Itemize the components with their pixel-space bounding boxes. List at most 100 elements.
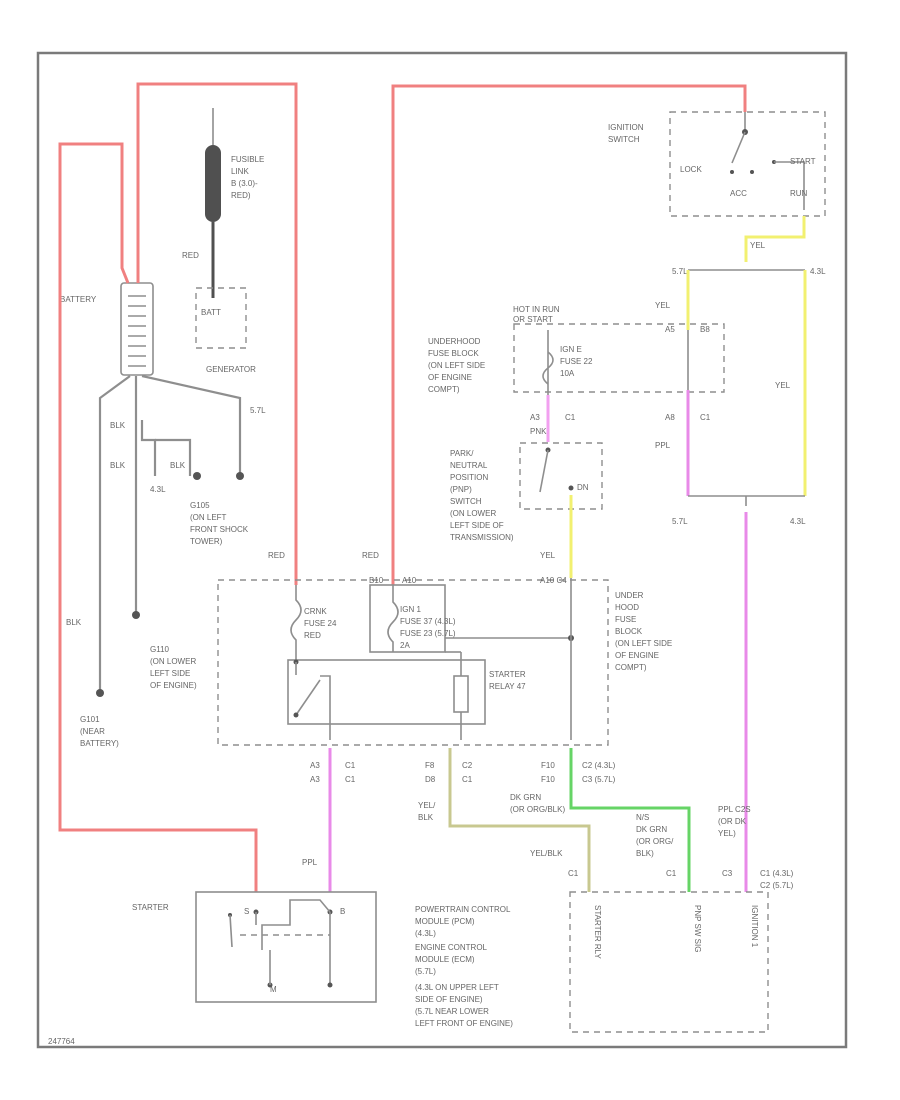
- starter-box: [195, 891, 377, 1003]
- ign1-fuse-37: [387, 585, 399, 652]
- pnp-switch-label: PARK/ NEUTRAL POSITION (PNP) SWITCH (ON …: [450, 449, 514, 542]
- svg-text:PPL C2S: PPL C2S: [718, 805, 751, 814]
- svg-text:DK GRN: DK GRN: [636, 825, 667, 834]
- svg-text:A8: A8: [665, 413, 675, 422]
- ignition-yel-wire: [744, 216, 806, 262]
- svg-text:UNDERHOOD: UNDERHOOD: [428, 337, 481, 346]
- ign1-fuse-box: [369, 584, 446, 653]
- yel-label-3: YEL: [775, 381, 791, 390]
- svg-text:MODULE (ECM): MODULE (ECM): [415, 955, 475, 964]
- m-terminal-label: M: [270, 985, 277, 994]
- svg-text:POSITION: POSITION: [450, 473, 488, 482]
- svg-text:OF ENGINE: OF ENGINE: [615, 651, 659, 660]
- pnk-label: PNK: [530, 427, 547, 436]
- yel-blk-label-2: YEL/BLK: [530, 849, 563, 858]
- svg-text:A3: A3: [310, 761, 320, 770]
- svg-text:(ON LOWER: (ON LOWER: [150, 657, 196, 666]
- generator-label: GENERATOR: [206, 365, 256, 374]
- battery-to-starter-red-wire: [58, 142, 258, 892]
- svg-text:(4.3L ON UPPER LEFT: (4.3L ON UPPER LEFT: [415, 983, 499, 992]
- svg-text:FUSE 24: FUSE 24: [304, 619, 337, 628]
- starter-solenoid-contact: [229, 914, 233, 948]
- starter-relay-coil: [453, 675, 469, 713]
- svg-text:OF ENGINE): OF ENGINE): [150, 681, 197, 690]
- connector-c3-label: C3: [722, 869, 733, 878]
- underhood-fuse-block-lower: [217, 579, 609, 746]
- engine-57l-label-2: 5.7L: [672, 267, 688, 276]
- svg-text:(ON LEFT SIDE: (ON LEFT SIDE: [615, 639, 672, 648]
- svg-text:NEUTRAL: NEUTRAL: [450, 461, 488, 470]
- a3-c1-label: A3 C1: [530, 413, 576, 422]
- pcm-pin-ignition: IGNITION 1: [750, 905, 759, 948]
- g110-label: G110 (ON LOWER LEFT SIDE OF ENGINE): [150, 645, 197, 690]
- svg-text:FUSE 23 (5.7L): FUSE 23 (5.7L): [400, 629, 456, 638]
- blk-label-3: BLK: [170, 461, 186, 470]
- blk-label-2: BLK: [110, 461, 126, 470]
- svg-text:F8: F8: [425, 761, 435, 770]
- pcm-pin-pnp-signal: PNP SW SIG: [693, 905, 702, 952]
- svg-text:A3: A3: [310, 775, 320, 784]
- ignition-switch-box: [669, 111, 826, 217]
- starter-relay-contact: [295, 679, 321, 716]
- run-label: RUN: [790, 189, 808, 198]
- battery-to-fuse-red-wire: [136, 82, 298, 585]
- yel-label-4: YEL: [540, 551, 556, 560]
- ground-wire-g101: [98, 375, 131, 690]
- svg-text:(5.7L NEAR LOWER: (5.7L NEAR LOWER: [415, 1007, 489, 1016]
- svg-text:MODULE (PCM): MODULE (PCM): [415, 917, 475, 926]
- diagram-frame: [36, 51, 848, 1049]
- ground-g101: [96, 689, 104, 697]
- svg-text:(OR ORG/: (OR ORG/: [636, 837, 674, 846]
- a8-c1-label: A8 C1: [665, 413, 711, 422]
- starter-relay-label: STARTER RELAY 47: [489, 670, 526, 691]
- a5-connector-label: A5: [665, 325, 675, 334]
- svg-text:TOWER): TOWER): [190, 537, 223, 546]
- ground-wire-branch: [140, 420, 157, 476]
- ignition-switch-blade: [731, 131, 746, 164]
- pcm-label: POWERTRAIN CONTROL MODULE (PCM) (4.3L) E…: [415, 905, 513, 1028]
- svg-text:SWITCH: SWITCH: [450, 497, 482, 506]
- svg-text:FUSE: FUSE: [615, 615, 636, 624]
- underhood-fuse-block-upper: [513, 323, 725, 393]
- yel-label-1: YEL: [750, 241, 766, 250]
- svg-text:(ON LEFT: (ON LEFT: [190, 513, 227, 522]
- svg-text:BLOCK: BLOCK: [615, 627, 643, 636]
- svg-text:(ON LEFT SIDE: (ON LEFT SIDE: [428, 361, 485, 370]
- svg-text:C1: C1: [565, 413, 576, 422]
- c2-right-label: F10 F10 C2 (4.3L) C3 (5.7L): [541, 761, 616, 784]
- lock-label: LOCK: [680, 165, 702, 174]
- connector-c2-label: C1: [568, 869, 579, 878]
- svg-text:CRNK: CRNK: [304, 607, 327, 616]
- yel-label-2: YEL: [655, 301, 671, 310]
- svg-text:D8: D8: [425, 775, 436, 784]
- drive-neutral-label: DN: [577, 483, 589, 492]
- engine-43l-label-2: 4.3L: [810, 267, 826, 276]
- svg-text:PARK/: PARK/: [450, 449, 474, 458]
- yel-blk-label: YEL/ BLK: [418, 801, 436, 822]
- b8-connector-label: B8: [700, 325, 710, 334]
- fusible-link: [205, 145, 221, 222]
- g105-label: G105 (ON LEFT FRONT SHOCK TOWER): [190, 501, 249, 546]
- svg-text:2A: 2A: [400, 641, 410, 650]
- svg-text:C2 (5.7L): C2 (5.7L): [760, 881, 794, 890]
- engine-43l-label: 4.3L: [150, 485, 166, 494]
- svg-text:C1: C1: [462, 775, 473, 784]
- svg-text:C2: C2: [462, 761, 473, 770]
- g101-label: G101 (NEAR BATTERY): [80, 715, 119, 748]
- crank-fuse-24: [290, 585, 302, 662]
- red-feed-to-ignition-wire: [391, 84, 747, 585]
- underhood-fuse-block-label-2: UNDER HOOD FUSE BLOCK (ON LEFT SIDE OF E…: [615, 591, 672, 672]
- svg-text:B (3.0)-: B (3.0)-: [231, 179, 258, 188]
- battery: [120, 282, 154, 376]
- svg-text:IGN E: IGN E: [560, 345, 582, 354]
- svg-text:G101: G101: [80, 715, 100, 724]
- svg-text:C1 (4.3L): C1 (4.3L): [760, 869, 794, 878]
- yelblk-wire: [448, 748, 591, 892]
- ground-g105-a: [193, 472, 201, 480]
- svg-text:F10: F10: [541, 761, 555, 770]
- svg-text:RED): RED): [231, 191, 251, 200]
- connector-a10-c4-label: A10 C4: [540, 576, 567, 585]
- red-label-gen: RED: [182, 251, 199, 260]
- blk-label-1: BLK: [110, 421, 126, 430]
